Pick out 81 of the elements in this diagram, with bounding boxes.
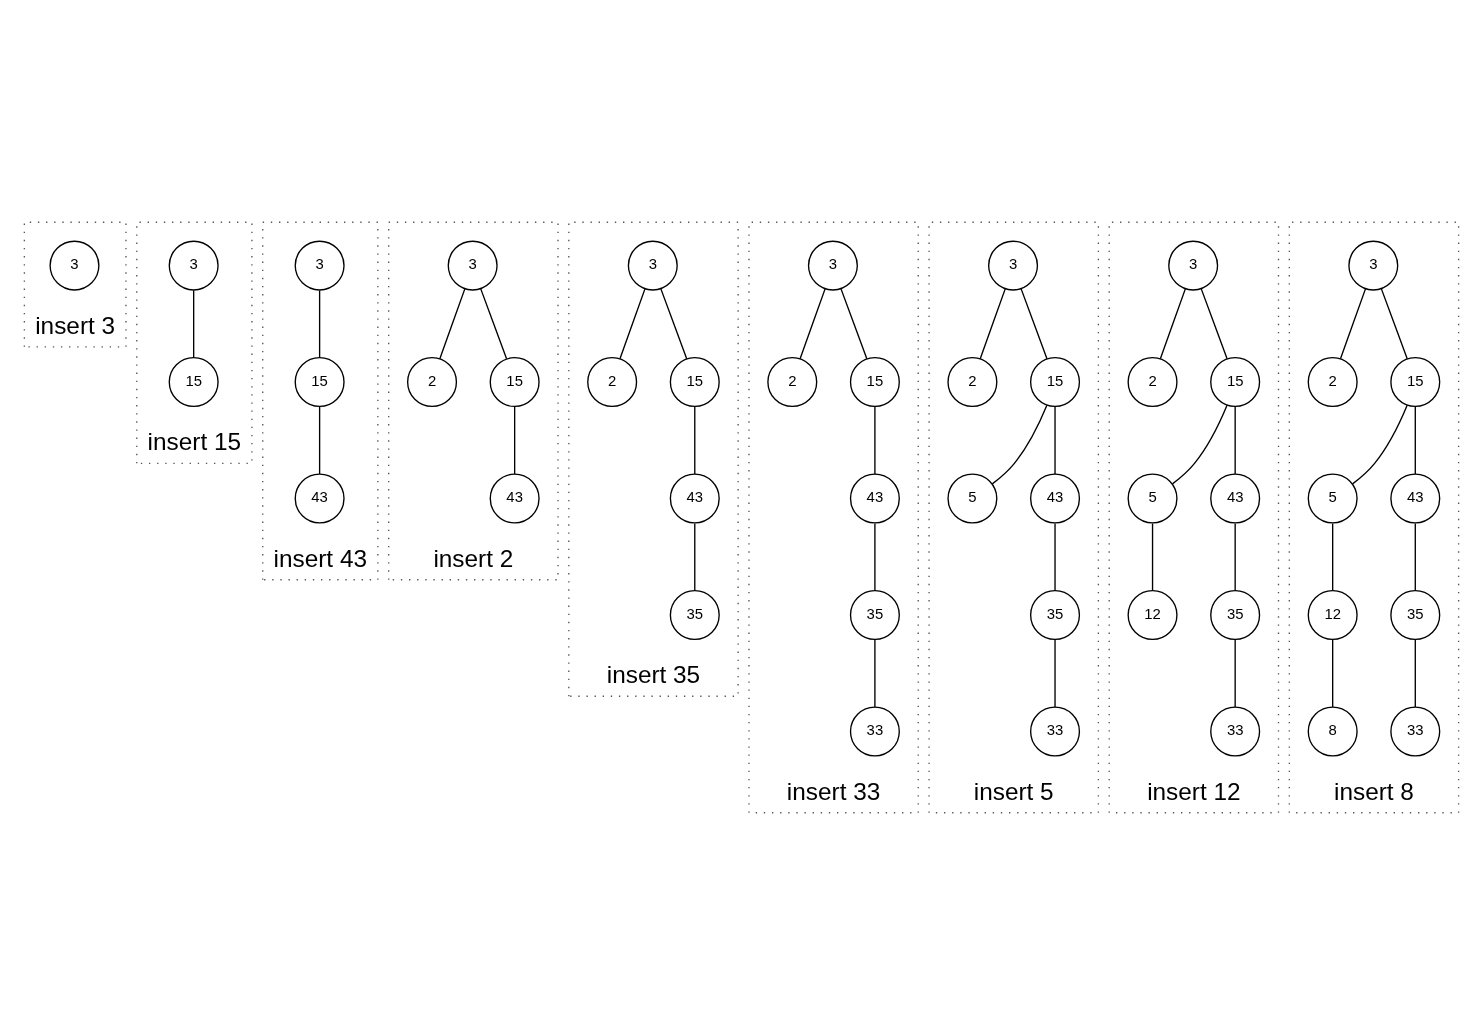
connector [874, 405, 876, 475]
node-circle: 35 [1210, 589, 1261, 640]
connector [979, 287, 1006, 359]
node-circle: 3 [168, 240, 219, 291]
node-circle: 35 [1390, 589, 1441, 640]
node-circle: 5 [1127, 473, 1178, 524]
connector [874, 522, 876, 591]
node-circle: 43 [1390, 473, 1441, 524]
node-circle: 3 [988, 240, 1039, 291]
node-circle: 15 [1390, 356, 1441, 407]
connector [513, 405, 516, 475]
connector [694, 405, 696, 475]
connector [1380, 287, 1408, 359]
connector [1332, 522, 1334, 591]
node-circle: 8 [1307, 705, 1358, 757]
connector [874, 638, 876, 708]
connector [439, 287, 466, 359]
node-circle: 3 [807, 240, 858, 291]
connector [1054, 522, 1056, 591]
connector [694, 522, 696, 591]
connector [480, 287, 508, 359]
connector [1054, 638, 1056, 708]
connector [660, 287, 688, 359]
connector [1414, 405, 1416, 475]
node-circle: 15 [849, 356, 900, 407]
connector [1234, 522, 1236, 591]
connector [1159, 287, 1187, 359]
connector [1151, 522, 1154, 591]
connector [1414, 638, 1416, 708]
node-circle: 43 [1029, 473, 1081, 524]
node-circle: 12 [1307, 589, 1358, 640]
node-circle: 33 [1210, 705, 1261, 757]
node-circle: 33 [849, 705, 900, 757]
connector [619, 287, 646, 359]
node-circle: 35 [1029, 589, 1081, 640]
connector [1020, 287, 1048, 359]
node-circle: 3 [294, 240, 345, 291]
node-circle: 5 [1307, 473, 1358, 524]
node-circle: 43 [294, 473, 345, 524]
node-circle: 15 [669, 356, 720, 407]
connector [1339, 287, 1367, 359]
node-circle: 33 [1029, 705, 1081, 757]
node-circle: 3 [627, 240, 678, 291]
node-circle: 33 [1390, 705, 1441, 757]
node-circle: 15 [1029, 356, 1081, 407]
node-circle: 2 [1307, 356, 1358, 407]
connector [991, 404, 1048, 485]
node-circle: 43 [1210, 473, 1261, 524]
connector [1234, 405, 1236, 475]
connector [1414, 522, 1416, 591]
connector [1234, 638, 1236, 708]
node-circle: 2 [767, 356, 818, 407]
node-circle: 12 [1127, 589, 1178, 640]
node-circle: 3 [49, 240, 100, 291]
node-circle: 15 [1210, 356, 1261, 407]
node-circle: 35 [849, 589, 900, 640]
connector [799, 287, 826, 359]
node-circle: 43 [669, 473, 720, 524]
node-circle: 43 [489, 473, 540, 524]
node-circle: 15 [489, 356, 540, 407]
connector [1054, 405, 1056, 475]
connector [840, 287, 868, 359]
node-circle: 3 [1348, 240, 1399, 291]
node-circle: 3 [447, 240, 498, 291]
connector [1351, 404, 1408, 485]
connector [193, 289, 195, 358]
node-circle: 2 [587, 356, 638, 407]
connector [1171, 404, 1228, 485]
node-circle: 43 [849, 473, 900, 524]
connector [1332, 638, 1334, 708]
node-circle: 35 [669, 589, 720, 640]
node-circle: 3 [1168, 240, 1219, 291]
node-circle: 15 [294, 356, 345, 407]
node-circle: 2 [947, 356, 998, 407]
connector [318, 405, 321, 475]
connector [318, 289, 321, 358]
node-circle: 15 [168, 356, 219, 407]
node-circle: 5 [947, 473, 998, 524]
connector [1200, 287, 1228, 359]
node-circle: 2 [406, 356, 458, 407]
node-circle: 2 [1127, 356, 1178, 407]
